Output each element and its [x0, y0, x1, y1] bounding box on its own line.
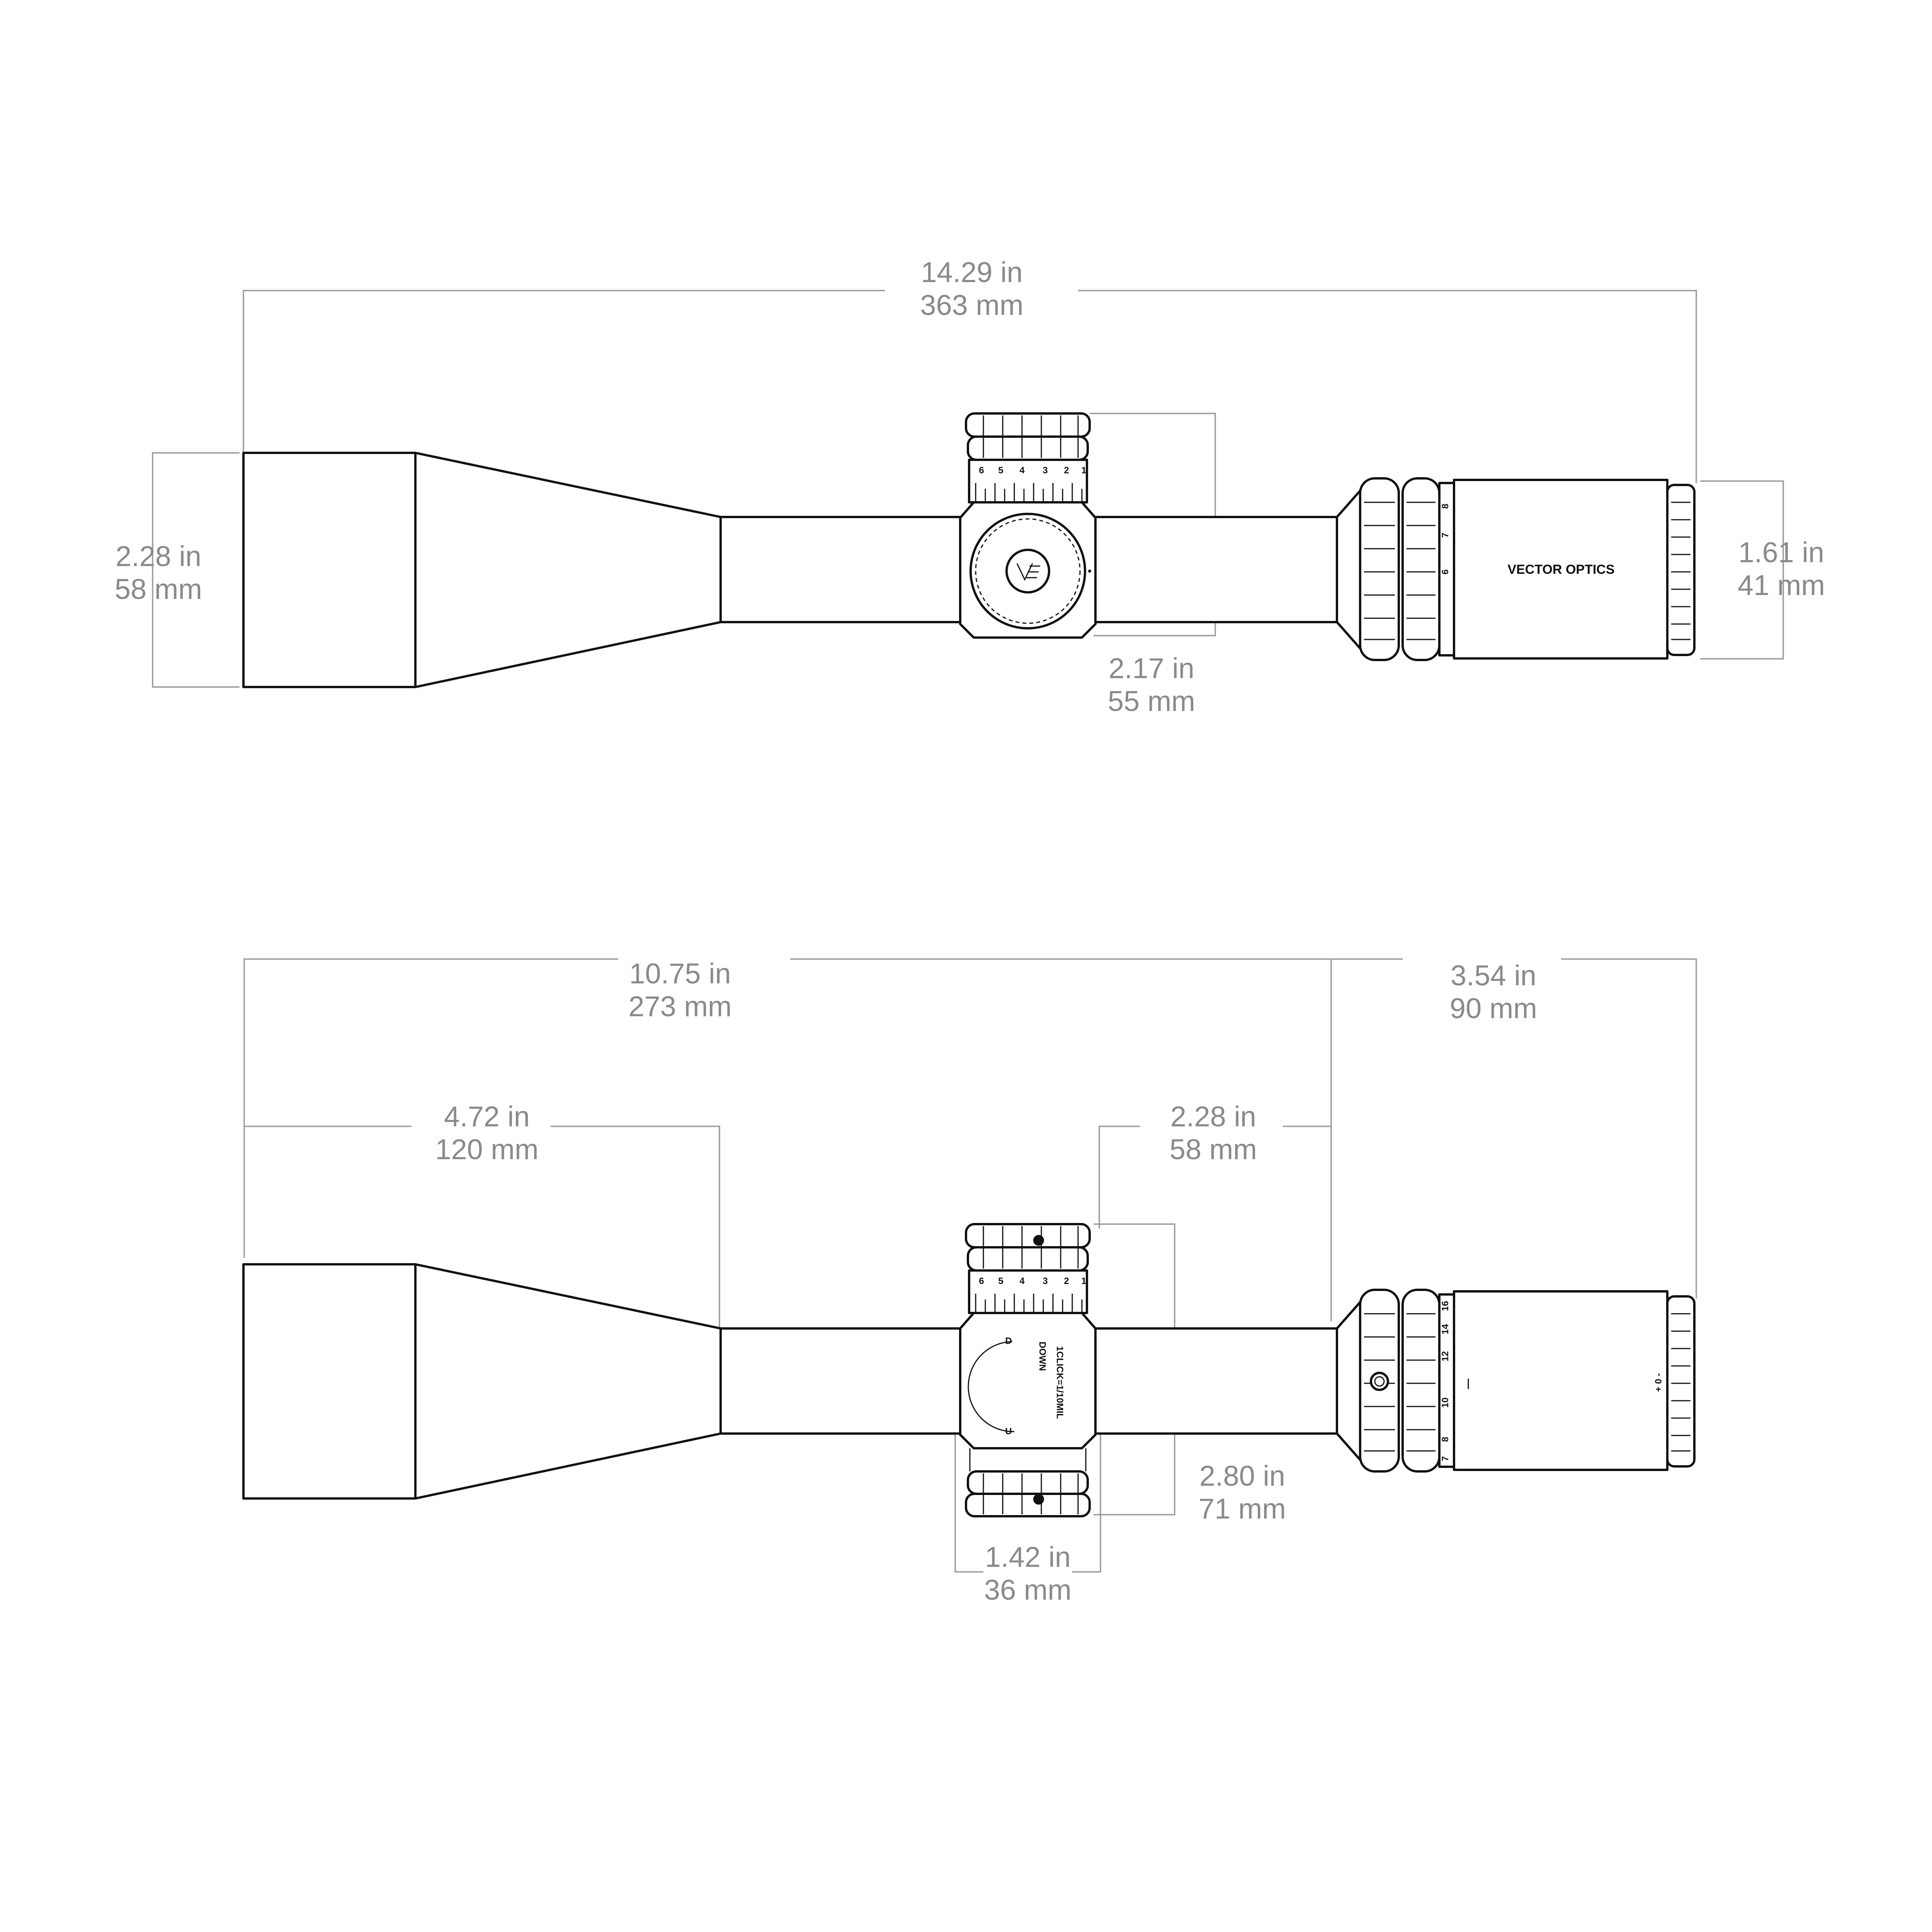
elevation-num-2: 5: [998, 465, 1003, 476]
elevation-knurl-side: [967, 1246, 1089, 1272]
objective-cap-side: [242, 1263, 417, 1500]
windage-knob-center: [1005, 549, 1050, 594]
turret-label-down: D: [1005, 1336, 1012, 1346]
dim-saddle-width: 1.42 in 36 mm: [954, 1434, 1101, 1606]
elevation-num-6: 1: [1081, 465, 1086, 476]
turret-span-in: 2.80 in: [1199, 1460, 1285, 1492]
mag-scale-side-6: 7: [1440, 1456, 1451, 1461]
eyepiece-housing-side: [1453, 1290, 1668, 1471]
magnification-scale-band: [1438, 482, 1455, 656]
focus-ring-symbols: + 0 -: [1653, 1373, 1664, 1392]
eyepiece-flare-side: [1336, 1301, 1361, 1461]
elevation-cap-top: [965, 412, 1091, 438]
turret-saddle-side: [959, 1312, 1097, 1449]
dim-turret-to-power: 2.28 in 58 mm: [1099, 1100, 1331, 1229]
eyepiece-housing: [1453, 479, 1668, 660]
elevation-scale-drum-side: [968, 1269, 1088, 1314]
saddle-width-in: 1.42 in: [985, 1541, 1071, 1573]
elevation-cap-side: [965, 1223, 1091, 1248]
windage-cap-side: [965, 1493, 1091, 1517]
turret-top: 6 5 4 3 2 1: [959, 412, 1097, 639]
zero-stop-dot-bottom: [1033, 1494, 1044, 1505]
elevation-num-1: 6: [979, 465, 984, 476]
brand-label-top: VECTOR OPTICS: [1507, 562, 1614, 577]
mag-scale-top-3: 6: [1440, 569, 1451, 574]
dim-turret-height: 2.17 in 55 mm: [1090, 413, 1216, 717]
mag-scale-side-2: 14: [1440, 1324, 1451, 1334]
adjust-arc: [968, 1341, 1015, 1432]
turret-label-up: U: [1005, 1426, 1012, 1437]
power-ring-outer: [1359, 477, 1400, 661]
elevation-scale-drum: [968, 459, 1088, 503]
objective-bell: [414, 452, 722, 688]
turret-to-power-in: 2.28 in: [1170, 1100, 1256, 1133]
dim-objective-to-eyepiece: 10.75 in 273 mm: [243, 957, 1332, 1321]
windage-knurl-side: [967, 1470, 1089, 1495]
turret-to-power-mm: 58 mm: [1170, 1133, 1257, 1165]
side-view: 10.75 in 273 mm 3.54 in 90 mm 4.72 in 12…: [242, 957, 1697, 1606]
top-view: 14.29 in 363 mm 2.28 in 58 mm 2.17 in 55…: [115, 256, 1825, 717]
diopter-ring-side: [1666, 1295, 1696, 1468]
dim-eyepiece-length: 3.54 in 90 mm: [1331, 958, 1697, 1298]
eyepiece-height-mm: 41 mm: [1738, 569, 1825, 601]
eyepiece-height-in: 1.61 in: [1738, 536, 1824, 568]
objective-height-in: 2.28 in: [116, 540, 201, 572]
turret-span-mm: 71 mm: [1199, 1493, 1286, 1525]
dim-overall-length: 14.29 in 363 mm: [243, 256, 1697, 483]
elevation-side-num-5: 2: [1064, 1276, 1069, 1286]
mag-scale-side-5: 8: [1440, 1437, 1451, 1442]
dim-objective-height: 2.28 in 58 mm: [115, 452, 240, 688]
elevation-knurl: [967, 435, 1089, 461]
dim-turret-span: 2.80 in 71 mm: [1094, 1223, 1286, 1525]
objective-height-mm: 58 mm: [115, 573, 202, 605]
objective-bell-mm: 120 mm: [435, 1133, 538, 1165]
mag-scale-side-4: 10: [1440, 1398, 1451, 1408]
obj-to-eyepiece-mm: 273 mm: [628, 990, 731, 1022]
obj-to-eyepiece-in: 10.75 in: [629, 957, 731, 990]
objective-bell-side: [414, 1263, 722, 1500]
turret-side: 6 5 4 3 2 1 D U 1CLICK=1/10MIL DOWN: [959, 1223, 1097, 1517]
turret-height-mm: 55 mm: [1108, 685, 1195, 717]
elevation-num-5: 2: [1064, 465, 1069, 476]
mag-scale-side-1: 16: [1440, 1301, 1451, 1311]
overall-length-mm: 363 mm: [920, 289, 1023, 321]
elevation-side-num-2: 5: [998, 1276, 1003, 1286]
objective-bell-in: 4.72 in: [444, 1100, 530, 1133]
elevation-num-3: 4: [1019, 465, 1025, 476]
turret-direction: DOWN: [1037, 1342, 1048, 1371]
elevation-num-4: 3: [1043, 465, 1048, 476]
mag-scale-top-1: 8: [1440, 503, 1451, 509]
turret-click-value: 1CLICK=1/10MIL: [1054, 1346, 1065, 1419]
mag-scale-side-3: 12: [1440, 1351, 1451, 1362]
objective-cap: [242, 452, 417, 688]
elevation-side-num-6: 1: [1081, 1276, 1086, 1286]
dim-objective-bell: 4.72 in 120 mm: [244, 1100, 720, 1329]
diopter-ring: [1666, 484, 1696, 656]
dim-eyepiece-height: 1.61 in 41 mm: [1700, 480, 1825, 660]
power-ring-inner-side: [1401, 1289, 1440, 1473]
eyepiece-length-in: 3.54 in: [1451, 959, 1536, 992]
eyepiece-flare: [1336, 490, 1361, 650]
elevation-side-num-3: 4: [1019, 1276, 1025, 1286]
eyepiece-length-mm: 90 mm: [1450, 992, 1537, 1024]
overall-length-in: 14.29 in: [921, 256, 1022, 288]
power-ring-inner: [1401, 477, 1440, 661]
elevation-side-num-4: 3: [1043, 1276, 1048, 1286]
saddle-width-mm: 36 mm: [984, 1574, 1071, 1606]
elevation-side-num-1: 6: [979, 1276, 984, 1286]
mag-scale-top-2: 7: [1440, 532, 1451, 537]
throw-lever-pin: [1370, 1372, 1389, 1391]
zero-stop-dot-top: [1033, 1235, 1044, 1246]
scope-body-side: 16 14 12 10 8 7 + 0 -: [242, 1263, 1696, 1500]
turret-height-in: 2.17 in: [1109, 652, 1194, 684]
